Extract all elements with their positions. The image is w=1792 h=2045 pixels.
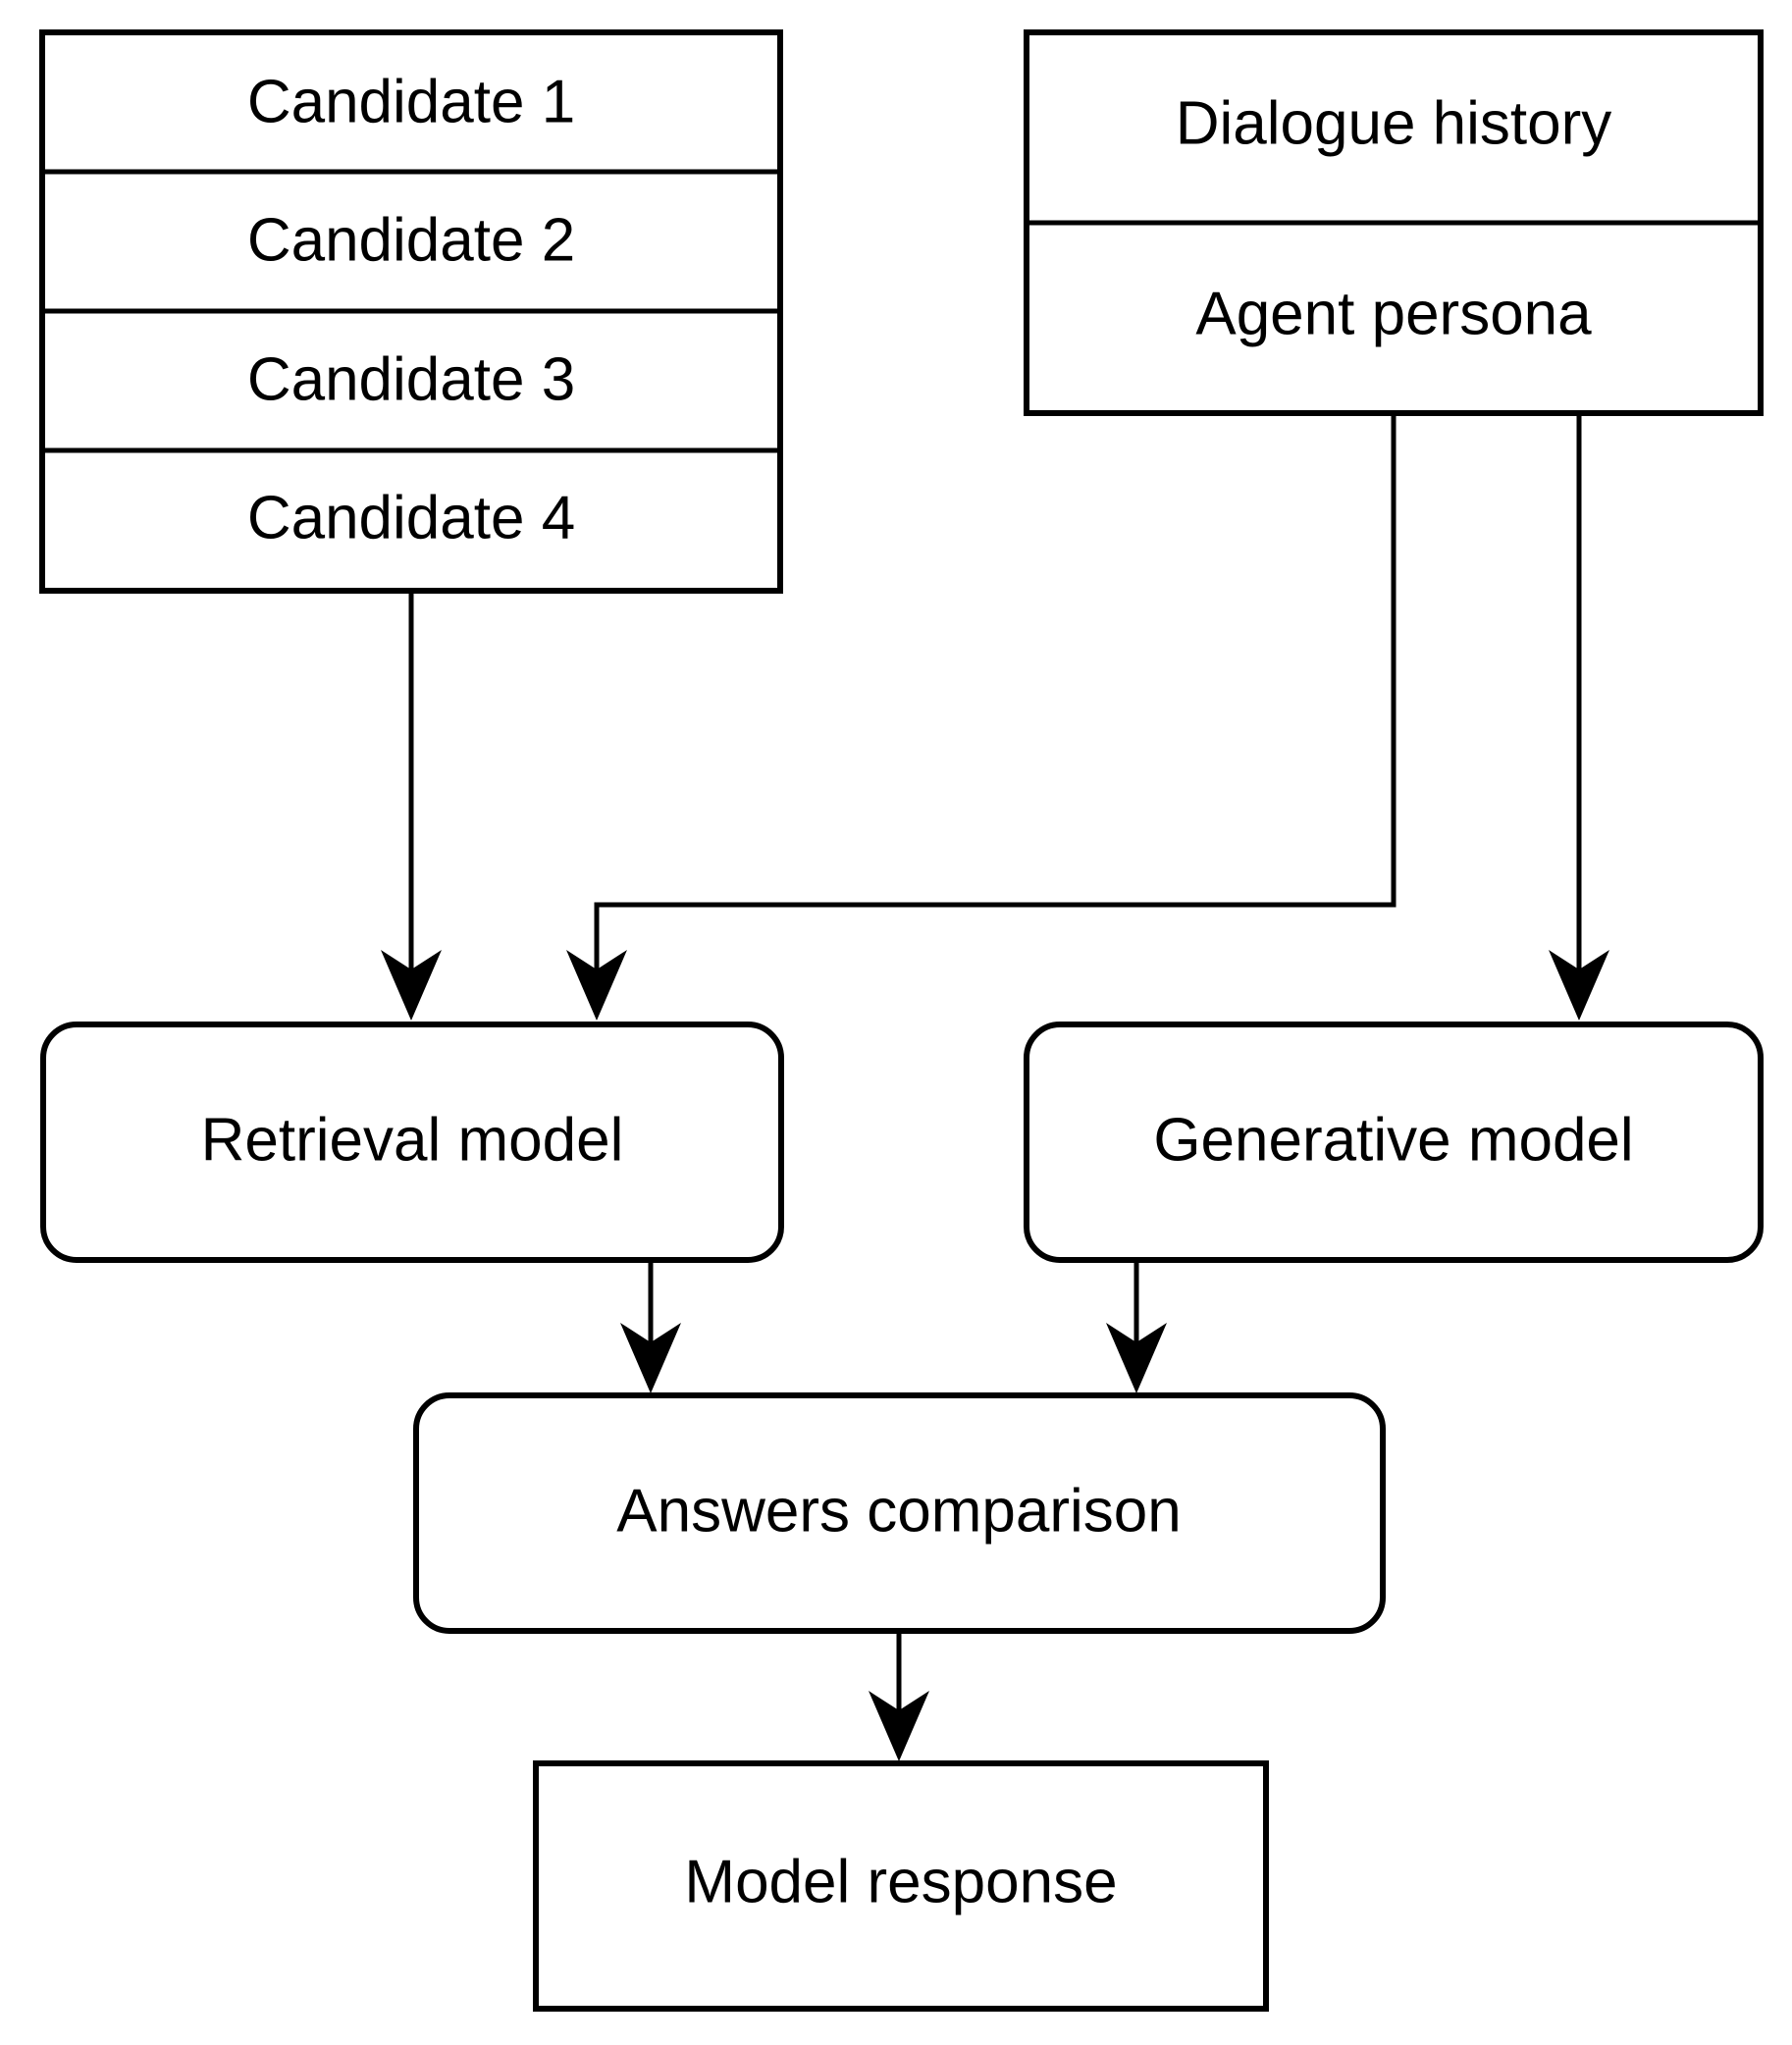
- edge-comparison-to-response: [869, 1631, 929, 1761]
- edge-retrieval-to-comparison-arrowhead: [620, 1323, 681, 1393]
- dialogue-history-label: Dialogue history: [1176, 89, 1612, 157]
- model-response-label: Model response: [684, 1848, 1117, 1915]
- answers-comparison-group: Answers comparison: [413, 1392, 1386, 1634]
- edge-generative-to-comparison: [1106, 1260, 1167, 1393]
- edge-persona-to-generative-arrowhead: [1549, 950, 1609, 1021]
- agent-persona-label: Agent persona: [1195, 280, 1592, 347]
- candidate-1-label: Candidate 1: [247, 68, 575, 135]
- generative-model-group: Generative model: [1024, 1022, 1764, 1263]
- edge-persona-to-retrieval-arrowhead: [566, 950, 627, 1021]
- retrieval-model-box: [40, 1022, 784, 1263]
- candidate-3-label: Candidate 3: [247, 345, 575, 413]
- generative-model-box: [1024, 1022, 1764, 1263]
- candidates-group: Candidate 1 Candidate 2 Candidate 3 Cand…: [39, 29, 783, 594]
- retrieval-model-label: Retrieval model: [201, 1106, 624, 1174]
- edge-generative-to-comparison-arrowhead: [1106, 1323, 1167, 1393]
- edge-persona-to-generative: [1549, 413, 1609, 1021]
- edge-candidates-to-retrieval-arrowhead: [381, 950, 442, 1021]
- edge-candidates-to-retrieval: [381, 591, 442, 1021]
- edge-persona-to-retrieval: [566, 413, 1397, 1021]
- edge-persona-to-retrieval-path: [594, 413, 1397, 971]
- candidate-2-label: Candidate 2: [247, 206, 575, 274]
- model-response-group: Model response: [533, 1760, 1269, 2012]
- retrieval-model-group: Retrieval model: [40, 1022, 784, 1263]
- generative-model-label: Generative model: [1153, 1106, 1633, 1174]
- answers-comparison-label: Answers comparison: [616, 1477, 1181, 1545]
- candidate-4-label: Candidate 4: [247, 484, 575, 551]
- context-group: Dialogue history Agent persona: [1024, 29, 1764, 416]
- edge-comparison-to-response-arrowhead: [869, 1691, 929, 1761]
- model-response-box: [533, 1760, 1269, 2012]
- edge-retrieval-to-comparison: [620, 1260, 681, 1393]
